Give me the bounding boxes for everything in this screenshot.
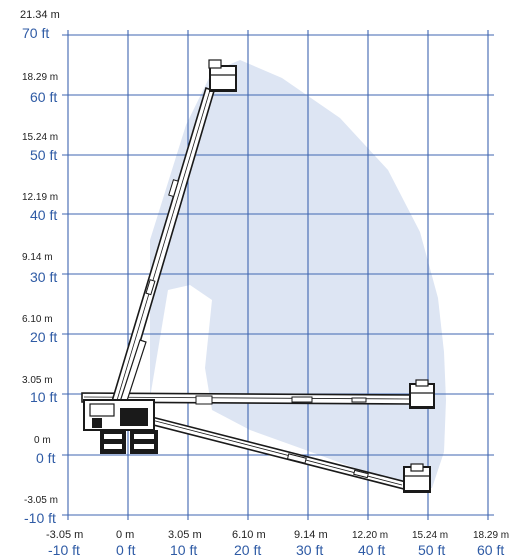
x-tick-m-10: 3.05 m: [168, 529, 202, 541]
x-tick-ft-50: 50 ft: [418, 542, 445, 558]
machine-chassis: [83, 399, 158, 454]
track-left: [100, 430, 126, 454]
platform-basket-horizontal: [409, 379, 435, 409]
x-tick-m-20: 6.10 m: [232, 529, 266, 541]
x-tick-ft-20: 20 ft: [234, 542, 261, 558]
y-tick-m-40: 12.19 m: [22, 192, 58, 203]
x-tick-m-40: 12.20 m: [352, 530, 388, 541]
grid-lines: [62, 30, 494, 520]
y-tick-ft-50: 50 ft: [30, 147, 57, 163]
boom-horizontal: [81, 379, 435, 409]
y-tick-m-10: 3.05 m: [22, 375, 53, 386]
x-tick-m-neg10: -3.05 m: [46, 529, 83, 541]
y-tick-m-neg10: -3.05 m: [24, 495, 58, 506]
y-tick-m-50: 15.24 m: [22, 132, 58, 143]
y-tick-m-0: 0 m: [34, 435, 51, 446]
track-right: [130, 430, 158, 454]
x-tick-ft-10: 10 ft: [170, 542, 197, 558]
y-tick-ft-neg10: -10 ft: [24, 510, 56, 526]
y-tick-ft-70: 70 ft: [22, 25, 49, 41]
x-tick-m-50: 15.24 m: [412, 530, 448, 541]
x-tick-ft-0: 0 ft: [116, 542, 136, 558]
x-tick-m-0: 0 m: [116, 529, 134, 541]
x-tick-ft-60: 60 ft: [477, 542, 504, 558]
platform-basket-below-grade: [403, 463, 431, 493]
platform-basket-full-height: [208, 59, 237, 92]
y-axis-labels: 21.34 m 70 ft 18.29 m 60 ft 15.24 m 50 f…: [20, 9, 60, 526]
y-tick-m-20: 6.10 m: [22, 314, 53, 325]
y-tick-m-30: 9.14 m: [22, 252, 53, 263]
x-tick-m-60: 18.29 m: [473, 530, 509, 541]
x-tick-ft-40: 40 ft: [358, 542, 385, 558]
y-tick-ft-0: 0 ft: [36, 450, 56, 466]
y-tick-ft-60: 60 ft: [30, 89, 57, 105]
y-tick-m-70: 21.34 m: [20, 9, 60, 21]
y-tick-ft-20: 20 ft: [30, 329, 57, 345]
y-tick-ft-40: 40 ft: [30, 207, 57, 223]
y-tick-ft-10: 10 ft: [30, 389, 57, 405]
x-axis-labels: -3.05 m -10 ft 0 m 0 ft 3.05 m 10 ft 6.1…: [46, 529, 509, 558]
y-tick-m-60: 18.29 m: [22, 72, 58, 83]
boom-below-grade: [133, 412, 431, 493]
boom-full-height: [108, 59, 237, 411]
x-tick-ft-30: 30 ft: [296, 542, 323, 558]
y-tick-ft-30: 30 ft: [30, 269, 57, 285]
x-tick-ft-neg10: -10 ft: [48, 542, 80, 558]
x-tick-m-30: 9.14 m: [294, 529, 328, 541]
